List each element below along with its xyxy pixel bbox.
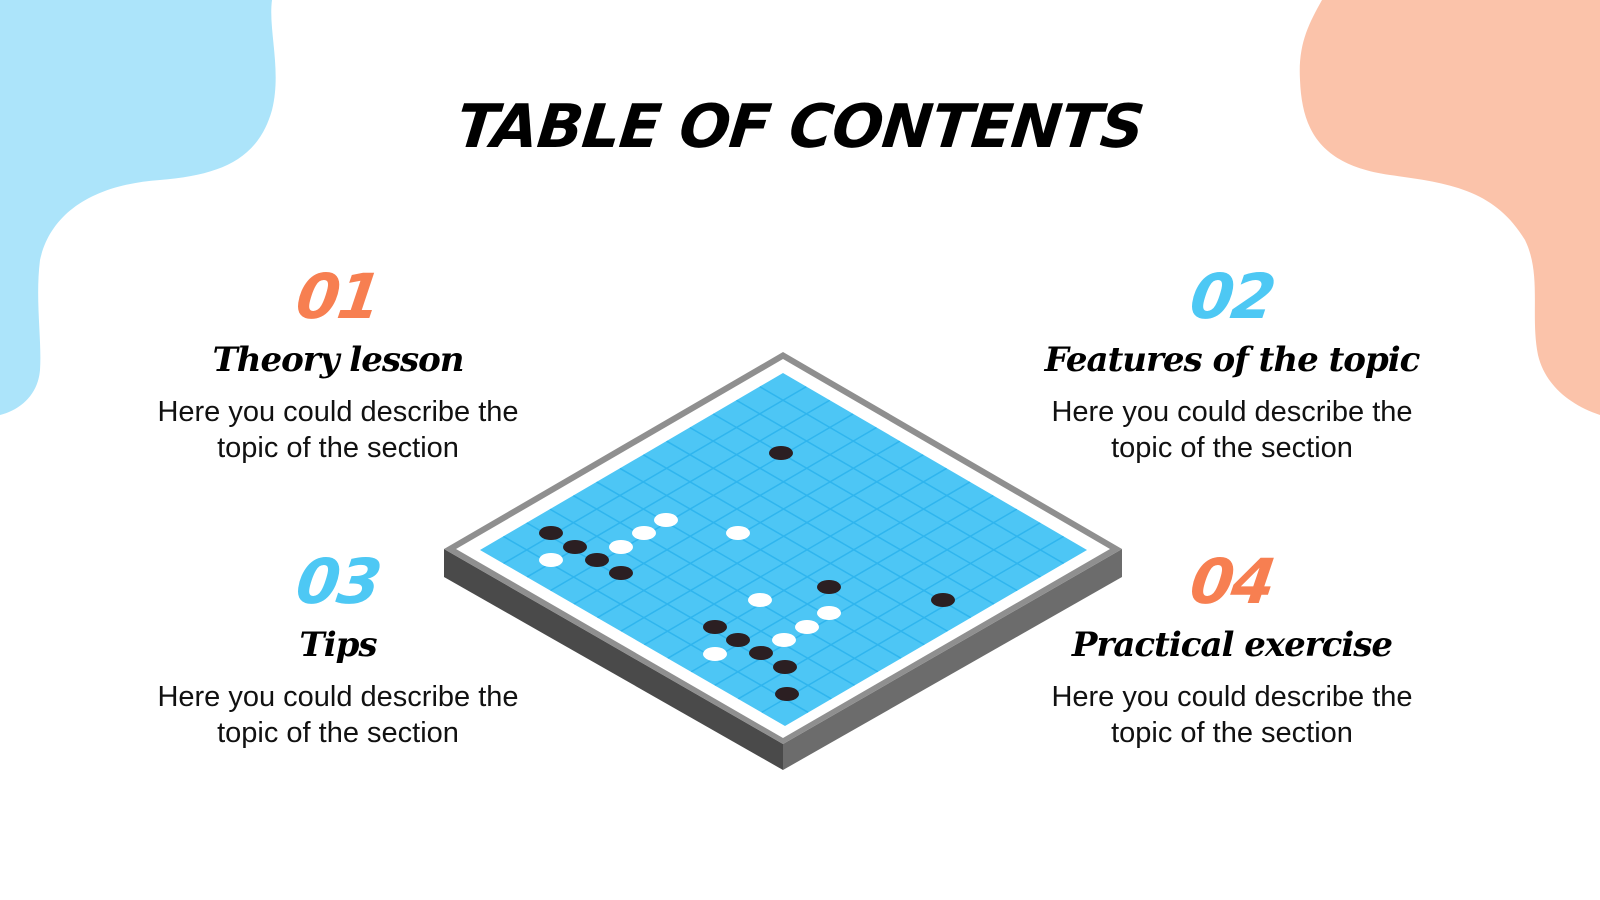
black-stone-icon	[726, 633, 750, 647]
black-stone-icon	[817, 580, 841, 594]
section-number: 02	[1185, 260, 1279, 333]
description-line: topic of the section	[1111, 432, 1353, 464]
white-stone-icon	[609, 540, 633, 554]
grid-line	[643, 467, 948, 646]
grid-line	[572, 494, 879, 673]
white-stone-icon	[703, 647, 727, 661]
description-line: Here you could describe the	[157, 396, 519, 428]
white-stone-icon	[772, 633, 796, 647]
grid-line	[620, 454, 924, 632]
grid-line	[642, 454, 948, 632]
blue-blob-decoration	[0, 0, 276, 415]
black-stone-icon	[769, 446, 793, 460]
description-line: Here you could describe the	[1051, 396, 1413, 428]
grid-line	[666, 440, 972, 619]
grid-line	[759, 385, 1065, 565]
board-right-side	[783, 549, 1122, 770]
white-stone-icon	[748, 593, 772, 607]
section-description: Here you could describe the topic of the…	[128, 679, 548, 751]
section-description: Here you could describe the topic of the…	[128, 394, 548, 466]
white-stone-icon	[632, 526, 656, 540]
board-left-side	[444, 549, 783, 770]
description-line: topic of the section	[217, 432, 459, 464]
black-stone-icon	[609, 566, 633, 580]
grid-line	[596, 481, 902, 659]
peach-blob-decoration	[1299, 0, 1600, 415]
grid-line	[761, 535, 1064, 714]
section-description: Here you could describe the topic of the…	[1022, 394, 1442, 466]
black-stone-icon	[931, 593, 955, 607]
section-heading: Features of the topic	[1044, 340, 1421, 380]
description-line: Here you could describe the	[157, 681, 519, 713]
grid-line	[619, 467, 925, 646]
black-stone-icon	[539, 526, 563, 540]
black-stone-icon	[703, 620, 727, 634]
toc-section-04[interactable]: 04 Practical exercise Here you could des…	[1022, 545, 1442, 751]
black-stone-icon	[585, 553, 609, 567]
grid-line	[736, 399, 1041, 578]
section-number: 04	[1185, 545, 1279, 618]
white-stone-icon	[817, 606, 841, 620]
grid-line	[596, 440, 901, 619]
section-heading: Practical exercise	[1071, 625, 1393, 665]
board-stones	[539, 446, 955, 701]
black-stone-icon	[749, 646, 773, 660]
grid-line	[549, 508, 856, 687]
white-stone-icon	[726, 526, 750, 540]
description-line: topic of the section	[1111, 717, 1353, 749]
grid-line	[712, 413, 1018, 592]
black-stone-icon	[773, 660, 797, 674]
section-number: 01	[291, 260, 385, 333]
white-stone-icon	[539, 553, 563, 567]
black-stone-icon	[563, 540, 587, 554]
white-stone-icon	[654, 513, 678, 527]
black-stone-icon	[775, 687, 799, 701]
section-description: Here you could describe the topic of the…	[1022, 679, 1442, 751]
description-line: Here you could describe the	[1051, 681, 1413, 713]
toc-section-01[interactable]: 01 Theory lesson Here you could describe…	[128, 260, 548, 466]
section-number: 03	[291, 545, 385, 618]
grid-line	[689, 426, 995, 605]
section-heading: Tips	[299, 625, 377, 665]
white-stone-icon	[795, 620, 819, 634]
board-play-area	[480, 373, 1087, 726]
section-heading: Theory lesson	[212, 340, 464, 380]
description-line: topic of the section	[217, 717, 459, 749]
toc-section-02[interactable]: 02 Features of the topic Here you could …	[1022, 260, 1442, 466]
toc-section-03[interactable]: 03 Tips Here you could describe the topi…	[128, 545, 548, 751]
